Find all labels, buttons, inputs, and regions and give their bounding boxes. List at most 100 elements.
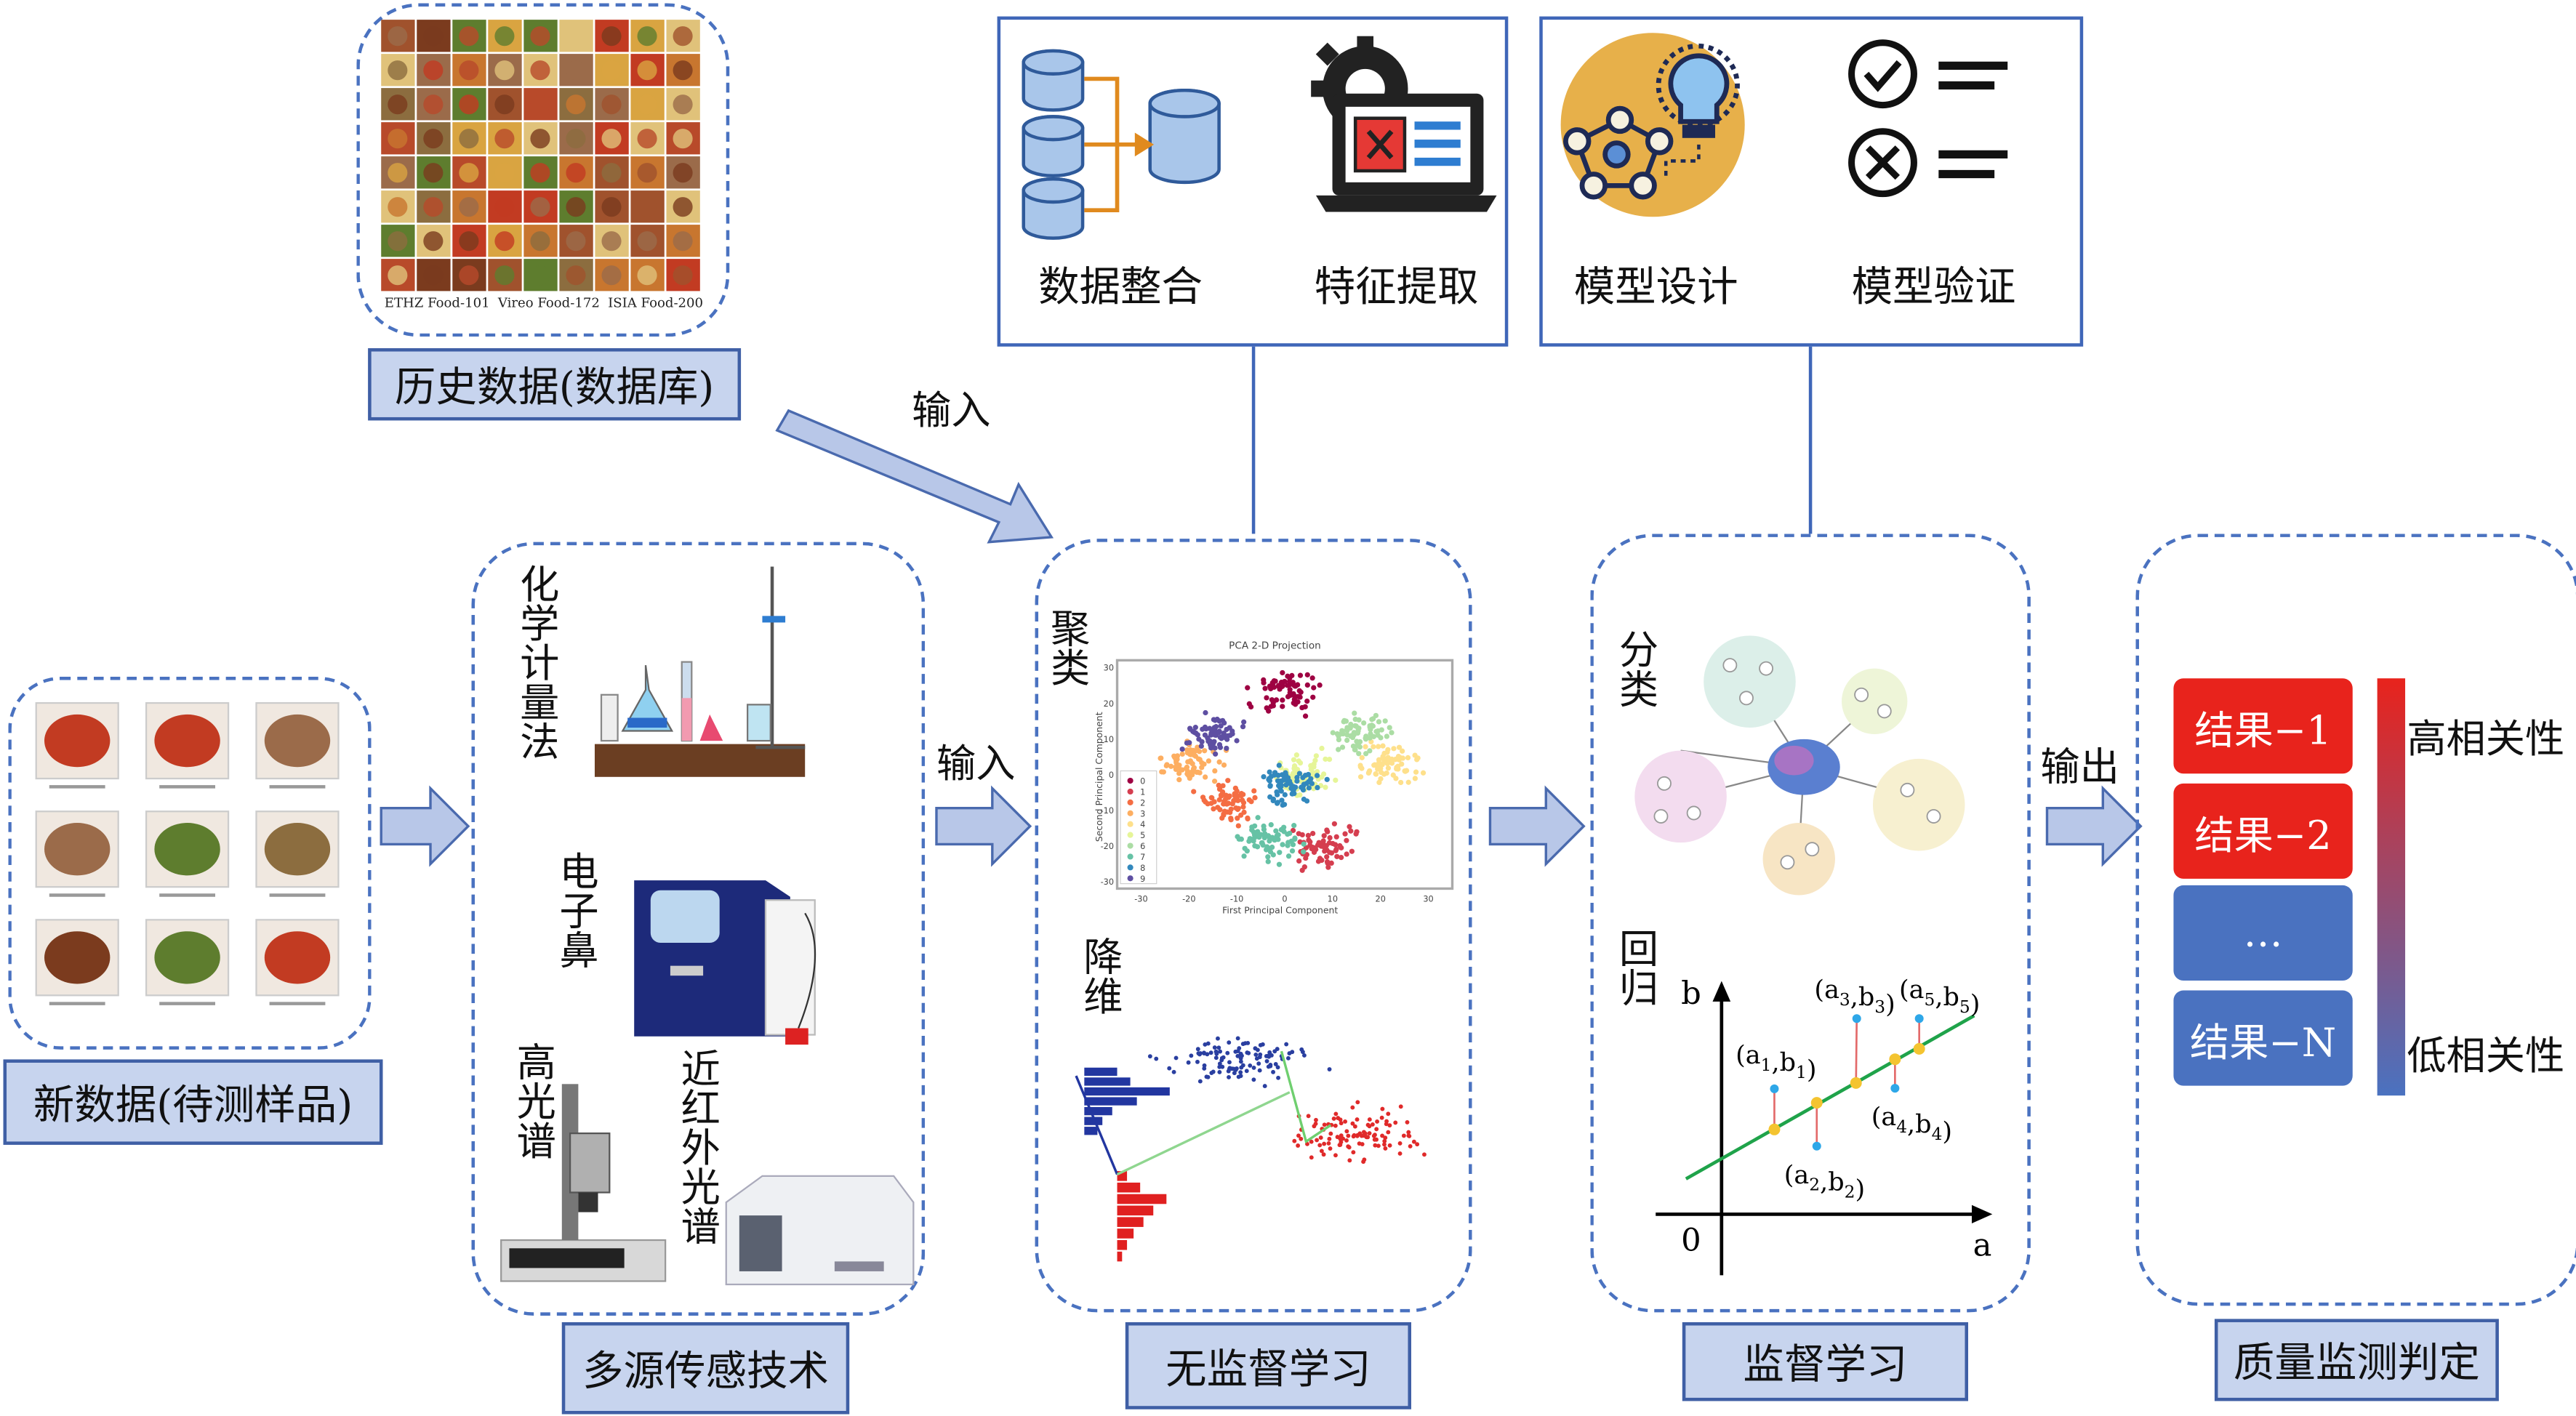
pca-point-cluster-8 bbox=[1306, 785, 1312, 791]
pca-point-cluster-4 bbox=[1371, 763, 1377, 768]
y-tick-label: 30 bbox=[1104, 664, 1114, 673]
food-dataset-image bbox=[381, 20, 700, 291]
food-photo-detail bbox=[423, 265, 444, 286]
data-point bbox=[1812, 1141, 1821, 1150]
blue-point bbox=[1202, 1051, 1207, 1056]
pca-point-cluster-8 bbox=[1279, 772, 1285, 778]
pca-point-cluster-8 bbox=[1281, 802, 1288, 808]
pca-point-cluster-8 bbox=[1275, 800, 1281, 805]
red-point bbox=[1347, 1145, 1352, 1150]
blue-point bbox=[1197, 1079, 1203, 1084]
blue-point bbox=[1218, 1049, 1223, 1054]
blue-histogram-bar bbox=[1084, 1067, 1118, 1077]
blue-point bbox=[1299, 1047, 1304, 1052]
food-photo-detail bbox=[673, 94, 693, 115]
pca-point-cluster-4 bbox=[1394, 765, 1400, 771]
red-point bbox=[1328, 1131, 1333, 1136]
pca-point-cluster-7 bbox=[1264, 844, 1270, 850]
food-photo-detail bbox=[601, 129, 622, 149]
pca-point-cluster-9 bbox=[1211, 739, 1217, 744]
pca-point-cluster-4 bbox=[1384, 770, 1389, 776]
legend-label: 6 bbox=[1140, 842, 1145, 851]
food-photo-detail bbox=[601, 26, 622, 47]
result-1-button[interactable]: 结果−1 bbox=[2173, 678, 2353, 774]
method-hyperspectral: 高光谱 bbox=[509, 1041, 555, 1160]
point-label: (a5,b5) bbox=[1898, 975, 1979, 1018]
pca-point-cluster-4 bbox=[1391, 746, 1397, 752]
pca-point-cluster-9 bbox=[1211, 725, 1217, 731]
blue-point bbox=[1276, 1075, 1281, 1080]
red-point bbox=[1333, 1123, 1338, 1128]
pca-point-cluster-0 bbox=[1309, 675, 1315, 681]
pca-point-cluster-4 bbox=[1357, 774, 1364, 780]
food-photo-detail bbox=[530, 163, 550, 183]
red-point bbox=[1411, 1139, 1416, 1144]
pca-point-cluster-1 bbox=[1305, 832, 1311, 839]
blue-point bbox=[1284, 1042, 1289, 1047]
blue-point bbox=[1240, 1042, 1245, 1047]
pca-point-cluster-0 bbox=[1287, 687, 1293, 693]
pca-point-cluster-9 bbox=[1221, 720, 1227, 726]
pca-point-cluster-5 bbox=[1297, 760, 1304, 766]
legend-label: 8 bbox=[1140, 864, 1145, 873]
blue-histogram-bar bbox=[1084, 1097, 1137, 1106]
blue-point bbox=[1240, 1063, 1245, 1068]
blue-point bbox=[1173, 1055, 1179, 1061]
sample-food bbox=[154, 931, 220, 984]
food-photo-detail bbox=[566, 94, 586, 115]
pca-point-cluster-9 bbox=[1203, 709, 1208, 716]
pca-point-cluster-2 bbox=[1223, 796, 1229, 802]
result-2-button[interactable]: 结果−2 bbox=[2173, 783, 2353, 879]
pca-point-cluster-5 bbox=[1311, 761, 1317, 767]
pca-point-cluster-9 bbox=[1208, 732, 1214, 738]
red-point bbox=[1382, 1138, 1387, 1143]
pca-point-cluster-6 bbox=[1336, 747, 1341, 752]
sensing-label: 多源传感技术 bbox=[561, 1322, 850, 1415]
legend-marker bbox=[1127, 853, 1133, 860]
food-photo-detail bbox=[566, 26, 586, 47]
pca-point-cluster-7 bbox=[1264, 833, 1269, 839]
pca-point-cluster-2 bbox=[1238, 812, 1244, 818]
pca-point-cluster-6 bbox=[1338, 731, 1344, 736]
red-point bbox=[1309, 1139, 1314, 1144]
food-photo-detail bbox=[423, 197, 444, 217]
pca-point-cluster-8 bbox=[1279, 797, 1285, 803]
pca-point-cluster-8 bbox=[1275, 773, 1281, 779]
food-photo-detail bbox=[459, 60, 479, 81]
food-photo-detail bbox=[637, 231, 657, 252]
food-photo-detail bbox=[494, 60, 515, 81]
blue-point bbox=[1217, 1070, 1222, 1074]
result-n-button[interactable]: 结果−N bbox=[2173, 990, 2353, 1086]
food-photo-detail bbox=[530, 265, 550, 286]
pca-point-cluster-6 bbox=[1367, 748, 1373, 754]
pca-point-cluster-8 bbox=[1280, 777, 1286, 783]
pca-point-cluster-0 bbox=[1246, 701, 1252, 707]
pca-point-cluster-8 bbox=[1267, 794, 1273, 800]
pca-point-cluster-7 bbox=[1267, 838, 1272, 844]
input-label-mid: 输入 bbox=[936, 741, 1016, 787]
pca-point-cluster-7 bbox=[1265, 854, 1271, 860]
pca-point-cluster-4 bbox=[1376, 779, 1382, 786]
food-photo-detail bbox=[494, 94, 515, 115]
fitted-point bbox=[1912, 1042, 1925, 1054]
food-photo-detail bbox=[673, 231, 693, 252]
pca-point-cluster-0 bbox=[1264, 695, 1269, 701]
food-photo-detail bbox=[673, 129, 693, 149]
pca-point-cluster-4 bbox=[1373, 771, 1379, 777]
pca-point-cluster-3 bbox=[1216, 759, 1222, 765]
red-point bbox=[1319, 1149, 1324, 1154]
food-photo-detail bbox=[530, 60, 550, 81]
pca-point-cluster-0 bbox=[1280, 704, 1285, 709]
blue-point bbox=[1197, 1052, 1202, 1057]
fitted-point bbox=[1768, 1122, 1780, 1135]
point-label: (a4,b4) bbox=[1871, 1102, 1951, 1146]
method-chemometrics: 化学计量法 bbox=[512, 563, 559, 761]
food-photo-detail bbox=[388, 26, 408, 47]
red-point bbox=[1406, 1130, 1411, 1135]
red-point bbox=[1371, 1133, 1376, 1138]
legend-box bbox=[1120, 770, 1157, 885]
blue-point bbox=[1226, 1069, 1231, 1074]
red-point bbox=[1359, 1133, 1364, 1138]
pca-point-cluster-2 bbox=[1245, 815, 1251, 821]
data-point bbox=[1890, 1083, 1899, 1093]
